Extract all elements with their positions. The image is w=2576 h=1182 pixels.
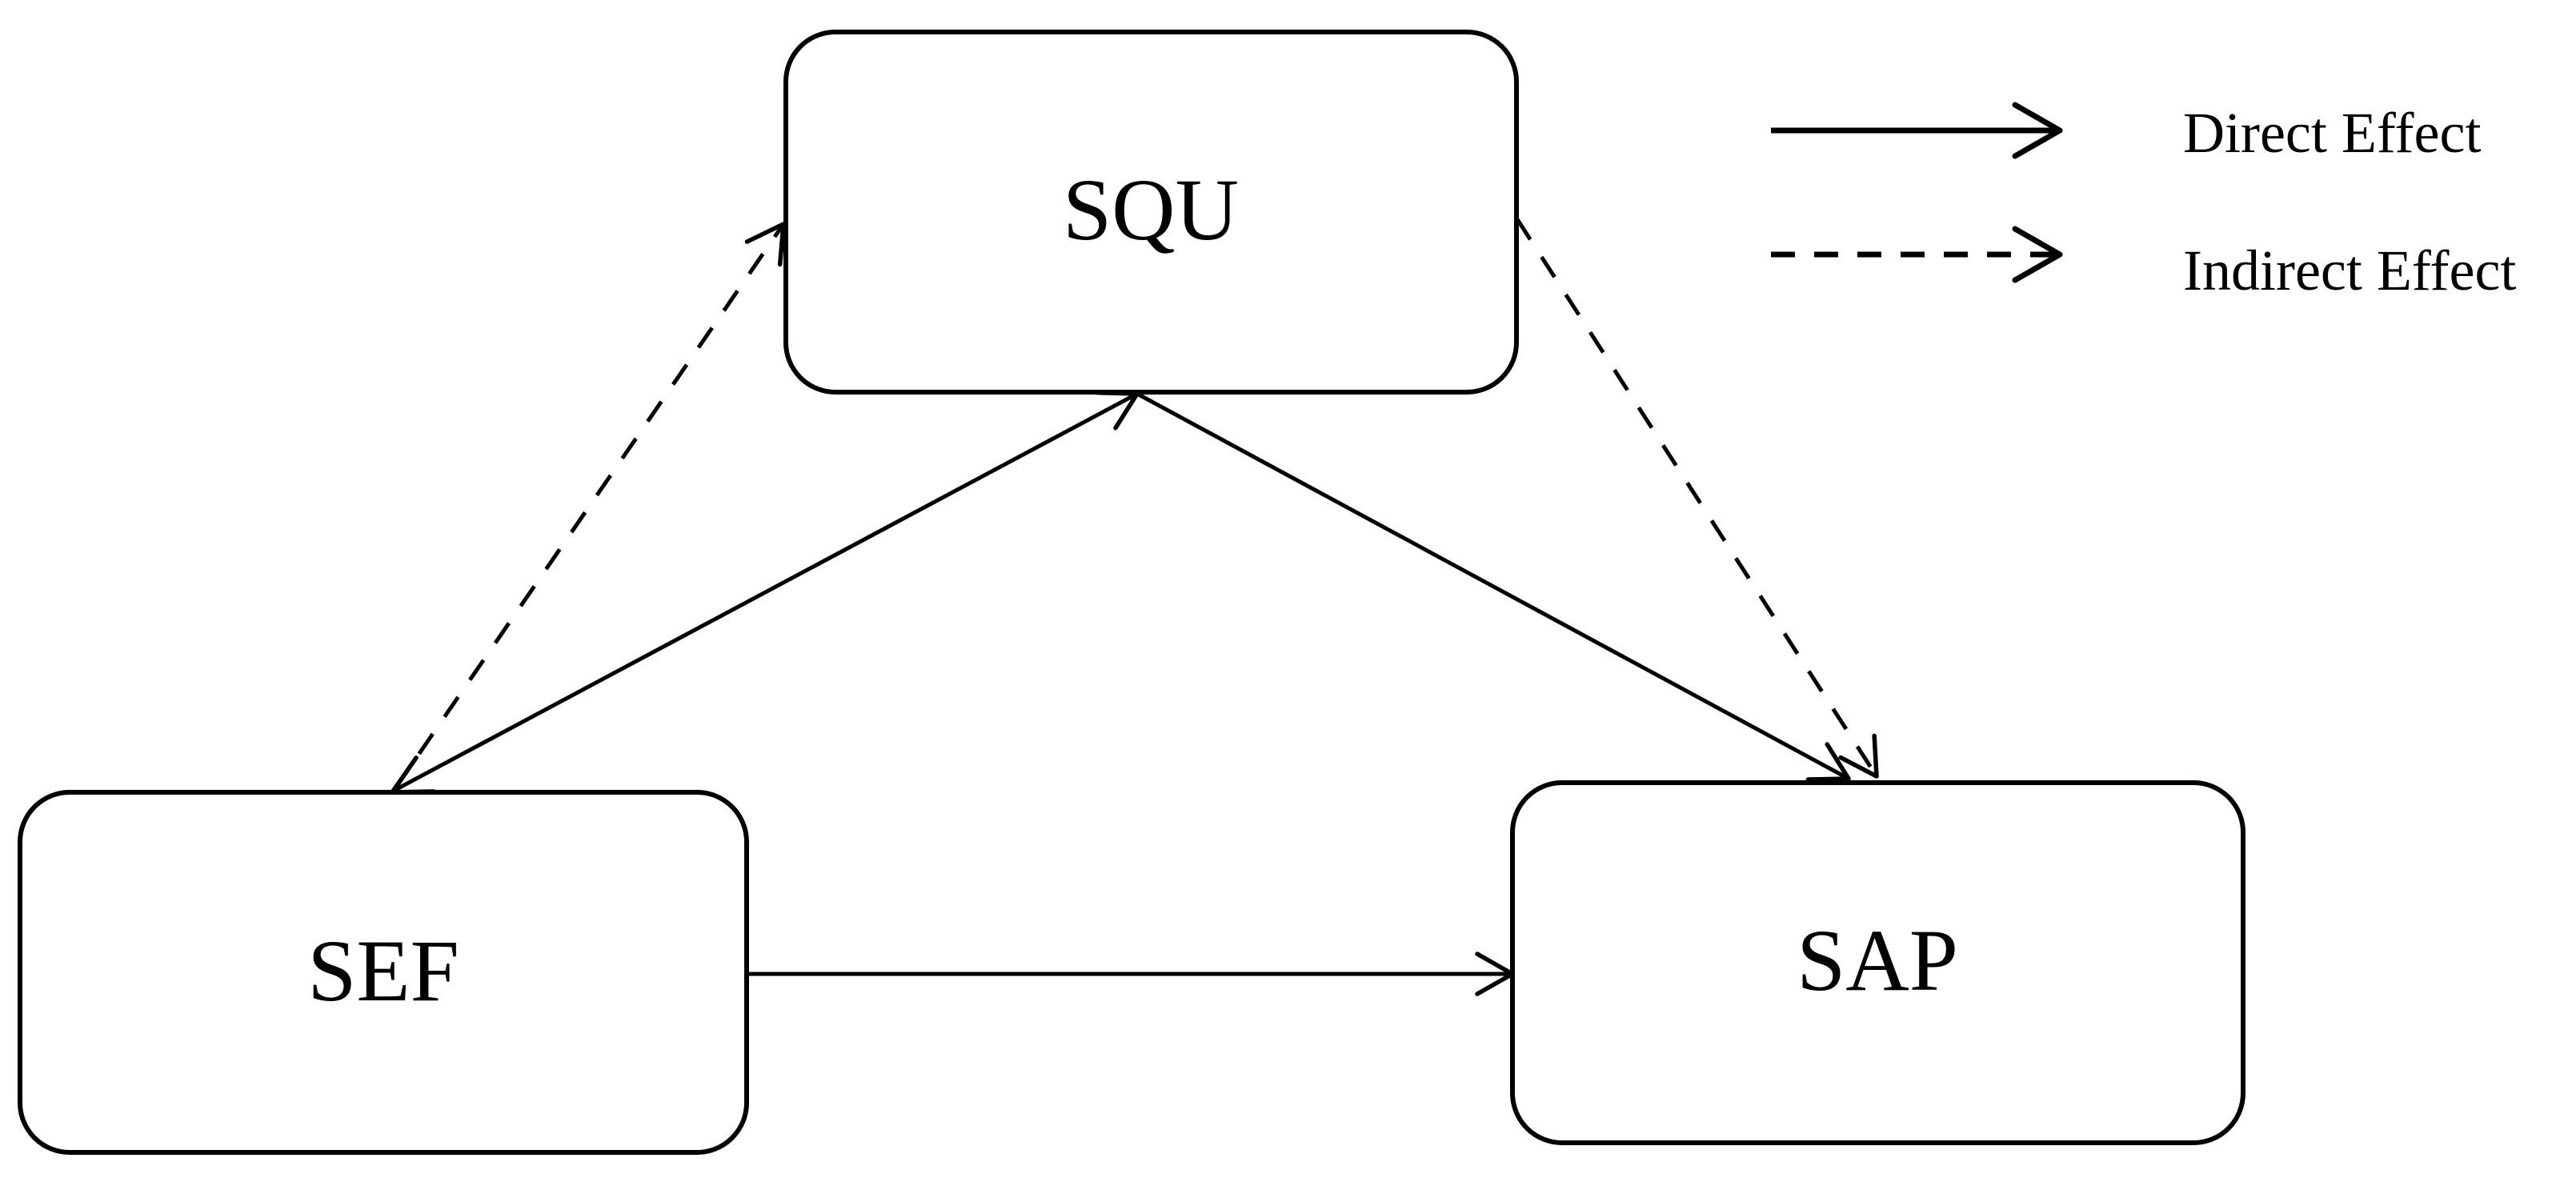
node-label-squ: SQU — [1063, 161, 1239, 258]
edge-squ-to-sap-solid — [1136, 391, 1851, 782]
node-label-sef: SEF — [307, 922, 459, 1020]
edge-sef-to-squ-dashed — [391, 222, 786, 792]
node-box-sap — [1510, 780, 2245, 1145]
node-box-squ — [783, 30, 1519, 395]
node-label-sap: SAP — [1797, 912, 1958, 1009]
legend: Direct Effect Indirect Effect — [1771, 101, 2516, 303]
edge-sef-to-squ-solid — [392, 390, 1140, 793]
node-box-sef — [18, 790, 749, 1155]
edge-squ-to-sap-dashed — [1515, 218, 1879, 779]
legend-direct-label: Direct Effect — [2183, 101, 2481, 165]
legend-indirect-label: Indirect Effect — [2183, 238, 2516, 303]
